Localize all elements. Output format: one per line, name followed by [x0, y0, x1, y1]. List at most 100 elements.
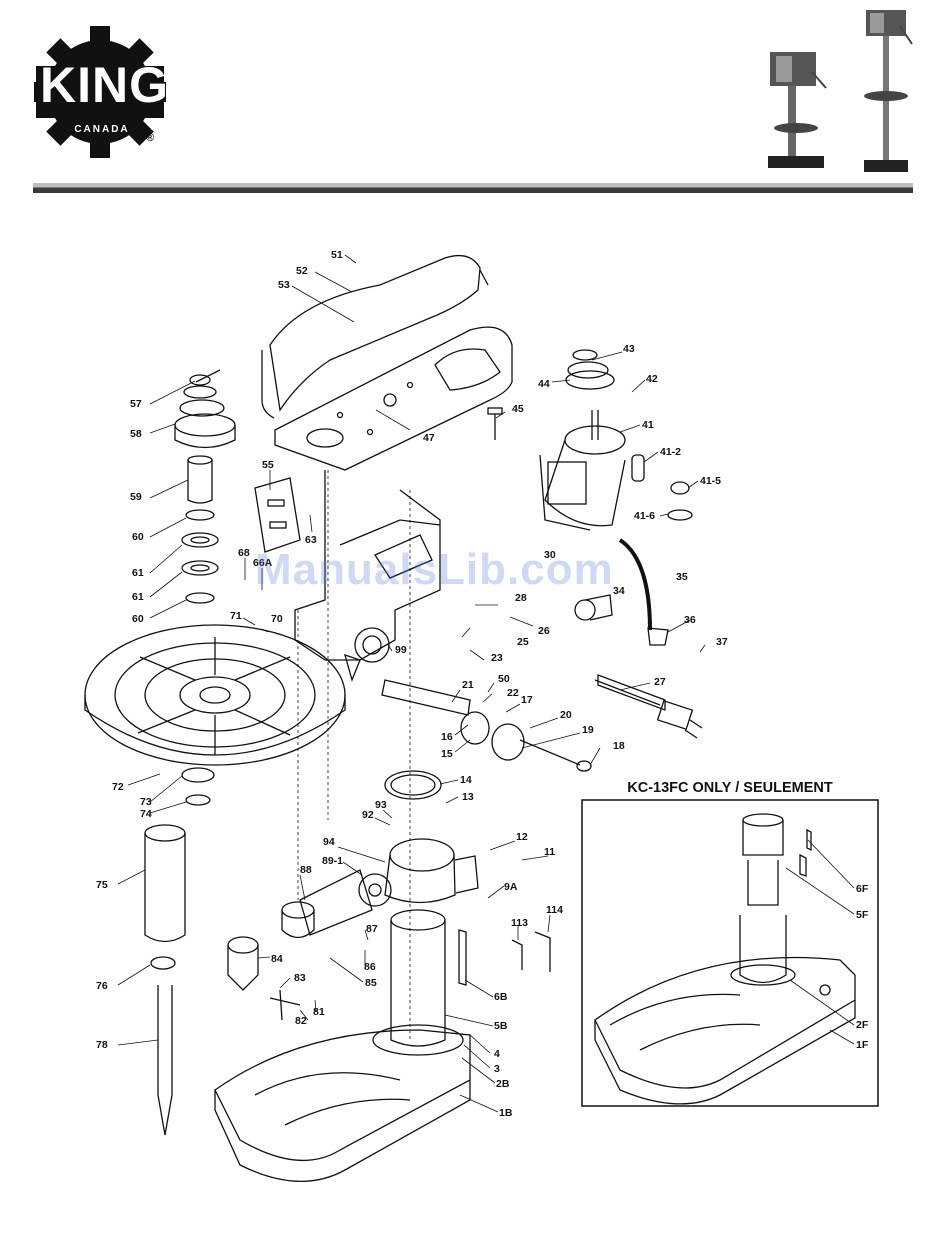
part-label: 1B	[499, 1107, 513, 1119]
part-label: 1F	[856, 1039, 869, 1051]
part-label: 41-6	[634, 510, 655, 522]
part-label: 41-5	[700, 475, 721, 487]
part-label: 61	[132, 591, 144, 603]
switch-plate	[254, 477, 301, 553]
part-label: 82	[295, 1015, 307, 1027]
part-label: 43	[623, 343, 635, 355]
part-label: 14	[460, 774, 472, 786]
part-label: 5F	[856, 909, 869, 921]
part-label: 22	[507, 687, 519, 699]
part-label: 3	[494, 1063, 500, 1075]
part-label: 51	[331, 249, 343, 261]
hex-key-large	[534, 931, 551, 972]
part-label: 44	[538, 378, 550, 390]
mounting-bolt	[487, 407, 503, 440]
part-label: 81	[313, 1006, 325, 1018]
part-label: 113	[511, 917, 528, 929]
part-label: 73	[140, 796, 152, 808]
part-label: 114	[546, 904, 563, 916]
part-label: 37	[716, 636, 728, 648]
handle-grip	[144, 824, 186, 943]
head-casting	[294, 470, 441, 683]
inset-frame	[581, 799, 879, 1107]
part-label: 34	[613, 585, 625, 597]
part-label: 27	[654, 676, 666, 688]
king-canada-logo	[34, 26, 166, 158]
part-label: 66A	[253, 557, 273, 569]
part-label: 72	[112, 781, 124, 793]
spindle-pulley	[174, 369, 236, 449]
part-label: 71	[230, 610, 242, 622]
part-label: 15	[441, 748, 453, 760]
part-label: 9A	[504, 881, 518, 893]
part-label: 5B	[494, 1020, 508, 1032]
chuck-arbor	[157, 985, 173, 1136]
lock-collar	[150, 956, 176, 970]
quill-assembly	[381, 679, 592, 772]
part-label: 63	[305, 534, 317, 546]
part-label: 2B	[496, 1078, 510, 1090]
power-cord	[594, 674, 703, 739]
hex-key-small	[511, 939, 523, 970]
column-bracket	[384, 838, 479, 904]
part-label: 2F	[856, 1019, 869, 1031]
part-label: 21	[462, 679, 474, 691]
watermark: ManualsLib.com	[255, 545, 614, 594]
part-label: 41-2	[660, 446, 681, 458]
part-label: 60	[132, 531, 144, 543]
capacitor	[631, 454, 693, 521]
column	[390, 909, 467, 1047]
inset-title: KC-13FC ONLY / SEULEMENT	[627, 780, 833, 796]
part-label: 94	[323, 836, 335, 848]
part-label: 55	[262, 459, 274, 471]
part-label: 47	[423, 432, 435, 444]
part-label: 61	[132, 567, 144, 579]
chuck-key	[269, 989, 301, 1021]
part-label: 50	[498, 673, 510, 685]
part-label: 86	[364, 961, 376, 973]
base	[214, 1024, 471, 1183]
part-label: 41	[642, 419, 654, 431]
part-label: 70	[271, 613, 283, 625]
part-label: 68	[238, 547, 250, 559]
bench-drill-press-thumbnail	[768, 52, 827, 168]
part-label: 28	[515, 592, 527, 604]
part-label: 4	[494, 1048, 500, 1060]
part-label: 12	[516, 831, 528, 843]
part-label: 52	[296, 265, 308, 277]
part-label: 88	[300, 864, 312, 876]
part-label: 60	[132, 613, 144, 625]
part-label: 45	[512, 403, 524, 415]
part-label: 42	[646, 373, 658, 385]
part-label: 23	[491, 652, 503, 664]
part-label: 35	[676, 571, 688, 583]
table-support-arm	[281, 869, 373, 939]
part-label: 18	[613, 740, 625, 752]
floor-column-assembly	[594, 813, 856, 1105]
registered-mark: ®	[146, 132, 155, 144]
part-label: 99	[395, 644, 407, 656]
part-label: 93	[375, 799, 387, 811]
logo-subtitle: CANADA	[74, 124, 130, 135]
table-collar	[181, 767, 215, 783]
part-label: 6B	[494, 991, 508, 1003]
head-top-plate	[274, 326, 513, 471]
floor-drill-press-thumbnail	[864, 10, 913, 172]
switch-box	[647, 627, 669, 646]
part-label: 11	[544, 846, 555, 858]
motor	[539, 410, 626, 531]
part-label: 75	[96, 879, 108, 891]
part-label: 26	[538, 625, 550, 637]
part-label: 20	[560, 709, 572, 721]
drill-chuck	[227, 936, 259, 991]
part-label: 89-1	[322, 855, 343, 867]
part-label: 53	[278, 279, 290, 291]
header-divider	[33, 183, 913, 193]
spindle-sleeve	[187, 455, 213, 504]
part-label: 59	[130, 491, 142, 503]
part-label: 85	[365, 977, 377, 989]
part-label: 78	[96, 1039, 108, 1051]
spindle-bearings	[181, 509, 219, 604]
part-label: 57	[130, 398, 142, 410]
